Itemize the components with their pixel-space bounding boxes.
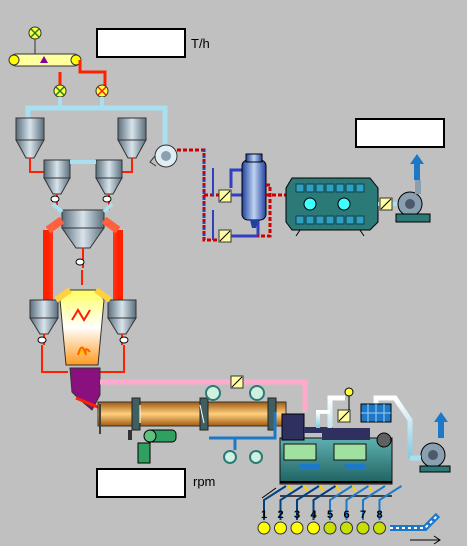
cooler-grate-2: [333, 443, 367, 461]
calciner-burner-flame: [77, 346, 91, 356]
feed-pipe: [78, 60, 107, 86]
cooler-clinker-crusher[interactable]: [376, 432, 392, 448]
cyclone-c1-left[interactable]: [15, 117, 45, 159]
cyclone-c4-right[interactable]: [107, 299, 137, 335]
cooler-exhaust-fan[interactable]: [419, 442, 451, 473]
flap-valve-c3[interactable]: [75, 258, 85, 266]
preheater-exhaust-duct: [25, 105, 168, 150]
stack-outlet-arrow-icon: [410, 154, 424, 164]
cooler-compartment-fan-3[interactable]: 3: [290, 485, 320, 535]
kiln-main-motor[interactable]: [143, 429, 177, 443]
valve-icon[interactable]: [28, 26, 42, 54]
esp-outlet-damper[interactable]: [379, 197, 393, 211]
cyclone-c2-left[interactable]: [43, 159, 71, 195]
kiln-shell-fan-1[interactable]: [205, 385, 221, 401]
feed-splitter-valve-right[interactable]: [95, 84, 109, 98]
rotary-kiln[interactable]: [97, 397, 287, 431]
tertiary-air-duct: [100, 379, 308, 412]
cooler-compartment-label: 2: [277, 509, 283, 521]
bypass-damper[interactable]: [218, 229, 232, 243]
preheater-id-fan[interactable]: [149, 144, 178, 168]
kiln-shell-fan-2[interactable]: [249, 385, 265, 401]
cooler-compartment-label: 6: [343, 509, 349, 521]
primary-air-fan-2[interactable]: [249, 450, 263, 464]
feed-splitter-valve-left[interactable]: [53, 84, 67, 98]
kiln-speed-unit: rpm: [193, 474, 216, 489]
flap-valve-c2-right[interactable]: [102, 195, 112, 203]
damper-icon[interactable]: [218, 189, 232, 203]
riser-duct: [43, 230, 123, 300]
conditioning-tower[interactable]: [241, 153, 267, 228]
cooler-compartment-label: 3: [294, 509, 300, 521]
primary-air-pipe: [209, 412, 277, 450]
cyclone-c4-left[interactable]: [29, 299, 59, 335]
cooler-inlet: [281, 413, 305, 441]
electrostatic-precipitator[interactable]: [285, 177, 379, 237]
feed-rate-readout[interactable]: [96, 28, 186, 58]
kiln-tyre-2: [199, 397, 209, 431]
primary-air-fan-1[interactable]: [223, 450, 237, 464]
cooler-compartment-fan-8[interactable]: 8: [373, 485, 403, 535]
cooler-compartment-fan-5[interactable]: 5: [323, 485, 353, 535]
main-exhaust-fan[interactable]: [395, 180, 431, 223]
kiln-aux-drive[interactable]: [137, 442, 151, 464]
cooler-compartment-fan-7[interactable]: 7: [356, 485, 386, 535]
cooler-grate-1: [283, 443, 317, 461]
kiln-speed-readout[interactable]: [96, 468, 186, 498]
calciner[interactable]: [54, 287, 112, 366]
fan-readout[interactable]: [355, 118, 445, 148]
cooler-compartment-label: 7: [360, 509, 366, 521]
flap-valve-c2-left[interactable]: [50, 195, 60, 203]
tertiary-air-damper[interactable]: [230, 375, 244, 389]
cooler-compartment-fan-1[interactable]: 1: [257, 485, 287, 535]
kiln-inlet-chamber: [69, 367, 101, 411]
cooler-compartment-fan-6[interactable]: 6: [340, 485, 370, 535]
feed-belt-conveyor[interactable]: [8, 53, 82, 67]
cooler-compartment-fan-4[interactable]: 4: [307, 485, 337, 535]
cyclone-c3[interactable]: [61, 209, 105, 249]
clinker-conveyor[interactable]: [390, 512, 441, 531]
kiln-tyre-1: [131, 397, 141, 431]
cooler-compartment-label: 1: [261, 509, 267, 521]
cooler-compartment-label: 4: [310, 509, 317, 521]
cyclone-c1-right[interactable]: [117, 117, 147, 159]
cooler-compartment-label: 8: [376, 509, 382, 521]
cooler-esp[interactable]: [360, 403, 392, 423]
flap-valve-c4-right[interactable]: [119, 336, 129, 344]
grate-cooler[interactable]: [279, 437, 393, 493]
gas-duct-to-tower: [177, 148, 224, 242]
flap-valve-c4-left[interactable]: [37, 336, 47, 344]
cooler-exhaust-damper[interactable]: [337, 409, 351, 423]
feed-rate-unit: T/h: [191, 36, 210, 51]
cooler-compartment-label: 5: [327, 509, 333, 521]
cyclone-c2-right[interactable]: [95, 159, 123, 195]
cooler-compartment-fan-2[interactable]: 2: [274, 485, 304, 535]
